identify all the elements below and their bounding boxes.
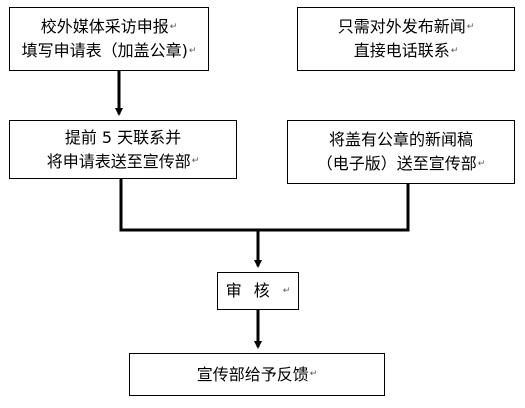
news-release-box: 只需对外发布新闻↵ 直接电话联系↵ bbox=[297, 7, 515, 71]
paragraph-mark-icon: ↵ bbox=[191, 156, 200, 166]
news-box-line-1: 只需对外发布新闻 bbox=[337, 17, 466, 36]
paragraph-mark-icon: ↵ bbox=[169, 21, 178, 32]
review-box-label: 审核 bbox=[225, 281, 282, 300]
release-box-line-1: 将盖有公章的新闻稿 bbox=[328, 130, 473, 149]
contact-box-line-2: 将申请表送至宣传部 bbox=[46, 151, 191, 171]
release-box-line-2: （电子版）送至宣传部 bbox=[316, 154, 477, 173]
media-box-line-2: 填写申请表（加盖公章) bbox=[21, 41, 188, 60]
media-box-line-1: 校外媒体采访申报 bbox=[40, 17, 169, 36]
paragraph-mark-icon: ↵ bbox=[450, 45, 459, 56]
feedback-box-label: 宣传部给予反馈 bbox=[196, 364, 309, 384]
feedback-box: 宣传部给予反馈↵ bbox=[129, 353, 385, 396]
review-box: 审核↵ bbox=[217, 272, 299, 310]
paragraph-mark-icon: ↵ bbox=[282, 285, 291, 296]
paragraph-mark-icon: ↵ bbox=[188, 45, 197, 56]
paragraph-mark-icon: ↵ bbox=[309, 369, 318, 379]
media-interview-box: 校外媒体采访申报↵ 填写申请表（加盖公章)↵ bbox=[9, 7, 209, 71]
news-box-line-2: 直接电话联系 bbox=[353, 41, 450, 60]
advance-contact-box: 提前 5 天联系并 将申请表送至宣传部↵ bbox=[9, 120, 237, 179]
paragraph-mark-icon: ↵ bbox=[466, 21, 475, 32]
merge-connector bbox=[119, 179, 410, 232]
press-release-submit-box: 将盖有公章的新闻稿 （电子版）送至宣传部↵ bbox=[287, 120, 515, 184]
paragraph-mark-icon: ↵ bbox=[477, 158, 486, 169]
contact-box-line-1: 提前 5 天联系并 bbox=[64, 127, 182, 147]
